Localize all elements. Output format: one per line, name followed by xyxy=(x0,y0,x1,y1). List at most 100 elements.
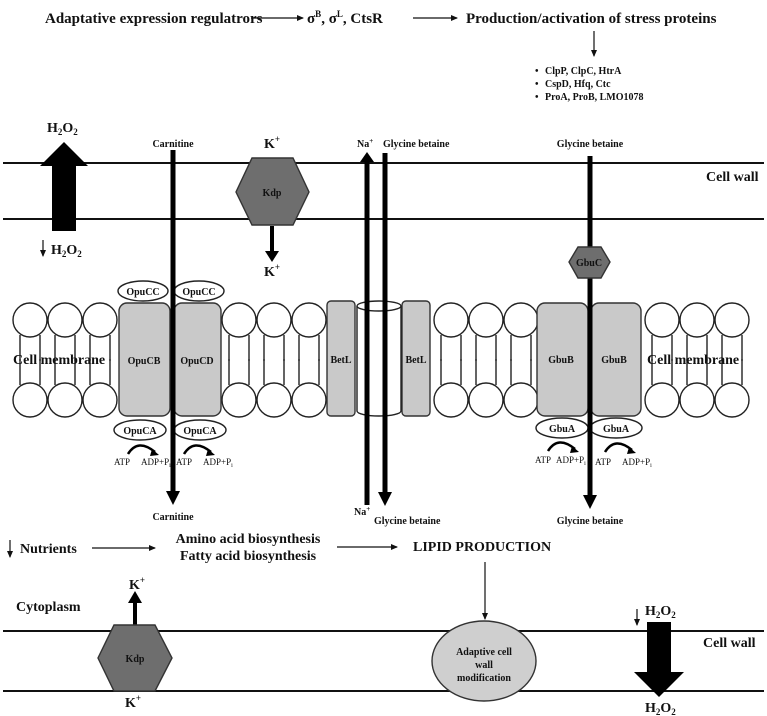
lipid-head xyxy=(679,382,715,418)
lipid-head xyxy=(468,382,504,418)
lipid-head xyxy=(82,382,118,418)
kdp-label: Kdp xyxy=(126,654,145,665)
kdp-transporter-bottom: K+ Kdp K+ xyxy=(97,575,173,711)
stress-protein-list: • ClpP, ClpC, HtrA • CspD, Hfq, Ctc • Pr… xyxy=(535,66,644,103)
cell-membrane xyxy=(12,302,750,418)
bullet: • xyxy=(535,66,539,77)
opuca-atpase xyxy=(113,419,167,441)
na-ion-label-bottom: Na+ xyxy=(354,505,370,518)
kdp-hexagon xyxy=(97,624,173,692)
lipid-head xyxy=(256,382,292,418)
lipid-head xyxy=(679,302,715,338)
gbu-arrow-icon xyxy=(583,495,597,509)
carnitine-label-top: Carnitine xyxy=(152,139,194,150)
lipid-head xyxy=(221,382,257,418)
top-pathway: Adaptative expression regulatrors σB, σL… xyxy=(45,9,717,103)
arc-arrowhead-icon xyxy=(627,447,636,454)
lipid-head xyxy=(291,302,327,338)
lipid-head xyxy=(433,302,469,338)
fatty-acid-biosynthesis-label: Fatty acid biosynthesis xyxy=(180,549,317,564)
h2o2-label-decrease: H2O2 xyxy=(645,604,676,620)
betl-channel xyxy=(356,306,402,417)
lipid-head xyxy=(47,302,83,338)
wall-mod-line: modification xyxy=(457,673,511,684)
gbub-label: GbuB xyxy=(601,355,627,366)
gbuc-binding-protein xyxy=(568,246,611,279)
bullet: • xyxy=(535,79,539,90)
atp-label: ATP xyxy=(114,457,130,467)
opuca-label: OpuCA xyxy=(123,426,157,437)
adp-label: ADP+Pi xyxy=(556,455,586,467)
betl-protein xyxy=(326,300,356,417)
k-ion-label-inside: K+ xyxy=(264,262,280,280)
gbu-transporter: GbuB GbuB GbuA GbuA ATP ADP+Pi ATP ADP+P… xyxy=(535,139,652,527)
kdp-transporter-top: K+ Kdp K+ xyxy=(235,134,310,280)
cell-wall-label: Cell wall xyxy=(703,636,756,651)
bullet: • xyxy=(535,92,539,103)
amino-acid-biosynthesis-label: Amino acid biosynthesis xyxy=(176,532,321,547)
opuc-transporter: OpuCB OpuCD OpuCC OpuCC OpuCA OpuCA ATP … xyxy=(113,139,233,523)
gbua-label: GbuA xyxy=(603,424,630,435)
wall-mod-line: wall xyxy=(475,660,493,671)
h2o2-efflux-top: H2O2 H2O2 xyxy=(40,121,88,259)
lipid-head xyxy=(503,382,539,418)
regulators-label: Adaptative expression regulatrors xyxy=(45,11,263,27)
arc-arrowhead-icon xyxy=(150,449,159,456)
betl-label: BetL xyxy=(330,355,351,366)
gbua-label: GbuA xyxy=(549,424,576,435)
carnitine-arrow-icon xyxy=(166,491,180,505)
lipid-production-label: LIPID PRODUCTION xyxy=(413,540,551,555)
bottom-pathway: Nutrients Amino acid biosynthesis Fatty … xyxy=(7,532,551,620)
lipid-head xyxy=(644,382,680,418)
stress-protein-item: CspD, Hfq, Ctc xyxy=(545,79,611,90)
stress-protein-item: ProA, ProB, LMO1078 xyxy=(545,92,644,103)
cell-wall-label: Cell wall xyxy=(706,170,759,185)
betl-channel-top xyxy=(356,300,402,312)
k-ion-label-top: K+ xyxy=(264,134,280,152)
adp-label: ADP+Pi xyxy=(622,457,652,469)
glycine-betaine-label-bottom: Glycine betaine xyxy=(374,516,441,527)
lipid-head xyxy=(714,302,750,338)
kdp-up-arrow-icon xyxy=(128,591,142,603)
nutrients-label: Nutrients xyxy=(20,542,77,557)
kdp-hexagon xyxy=(235,157,310,226)
cell-membrane-label-right: Cell membrane xyxy=(647,353,739,368)
lipid-head xyxy=(644,302,680,338)
stress-proteins-label: Production/activation of stress proteins xyxy=(466,11,717,27)
na-up-arrow-icon xyxy=(360,152,374,162)
opucb-protein xyxy=(118,302,171,417)
lipid-head xyxy=(291,382,327,418)
glycine-betaine-label-top: Glycine betaine xyxy=(383,139,450,150)
cytoplasm-label: Cytoplasm xyxy=(16,600,81,615)
atp-label: ATP xyxy=(176,457,192,467)
lipid-head xyxy=(12,382,48,418)
h2o2-label-bottom: H2O2 xyxy=(645,701,676,716)
lipid-head xyxy=(82,302,118,338)
gbub-label: GbuB xyxy=(548,355,574,366)
sigma-factors-label: σB, σL, CtsR xyxy=(307,9,383,27)
stress-protein-item: ClpP, ClpC, HtrA xyxy=(545,66,622,77)
gbuc-label: GbuC xyxy=(576,258,602,269)
na-ion-label-top: Na+ xyxy=(357,137,373,150)
opuca-label: OpuCA xyxy=(183,426,217,437)
betl-label: BetL xyxy=(405,355,426,366)
lipid-head xyxy=(256,302,292,338)
opucc-binding-protein xyxy=(117,280,169,302)
adp-label: ADP+Pi xyxy=(203,457,233,469)
wall-mod-ellipse xyxy=(431,620,537,702)
h2o2-label-decrease: H2O2 xyxy=(51,243,82,259)
kdp-down-arrow-icon xyxy=(265,251,279,262)
big-down-arrow-icon xyxy=(634,622,684,697)
big-up-arrow-icon xyxy=(40,142,88,231)
wall-mod-line: Adaptive cell xyxy=(456,647,512,658)
lipid-head xyxy=(468,302,504,338)
atp-label: ATP xyxy=(595,457,611,467)
lipid-head xyxy=(12,302,48,338)
opucc-label: OpuCC xyxy=(126,287,159,298)
lipid-head xyxy=(714,382,750,418)
opucd-label: OpuCD xyxy=(180,356,213,367)
lipid-head xyxy=(47,382,83,418)
betl-protein xyxy=(401,300,431,417)
lipid-head xyxy=(433,382,469,418)
